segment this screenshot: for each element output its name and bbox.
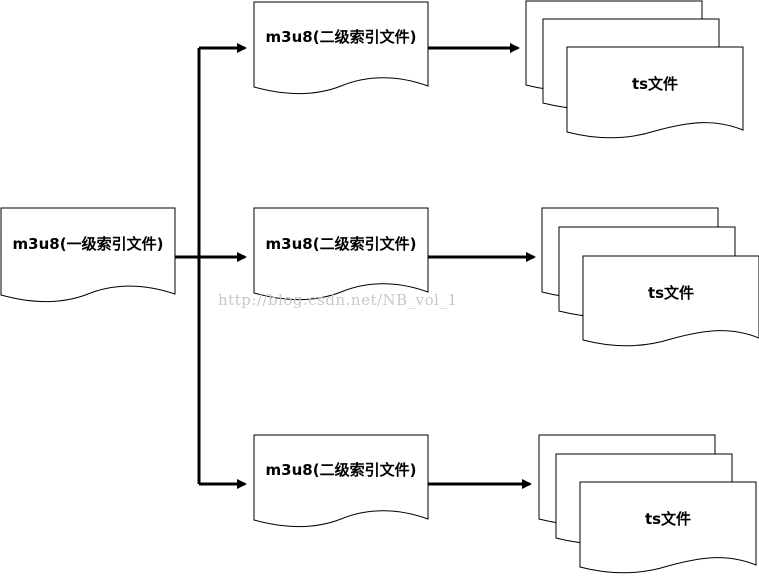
ts-file-stack-3: ts文件 <box>538 434 757 574</box>
secondary-index-label-3: m3u8(二级索引文件) <box>266 461 417 479</box>
secondary-index-document-2: m3u8(二级索引文件) <box>253 207 429 301</box>
watermark-text: http://blog.csdn.net/NB_vol_1 <box>218 291 458 309</box>
secondary-index-label-2: m3u8(二级索引文件) <box>266 235 417 253</box>
primary-index-label: m3u8(一级索引文件) <box>13 235 164 253</box>
ts-file-stack-2: ts文件 <box>541 207 759 347</box>
ts-file-stack-1: ts文件 <box>525 0 744 139</box>
primary-index-document: m3u8(一级索引文件) <box>0 207 176 303</box>
secondary-index-label-1: m3u8(二级索引文件) <box>266 28 417 46</box>
primary-connectors <box>175 43 247 489</box>
secondary-index-document-3: m3u8(二级索引文件) <box>253 434 429 528</box>
ts-file-label-1: ts文件 <box>632 75 678 93</box>
ts-file-label-3: ts文件 <box>645 510 691 528</box>
secondary-index-document-1: m3u8(二级索引文件) <box>253 1 429 95</box>
ts-file-label-2: ts文件 <box>648 284 694 302</box>
